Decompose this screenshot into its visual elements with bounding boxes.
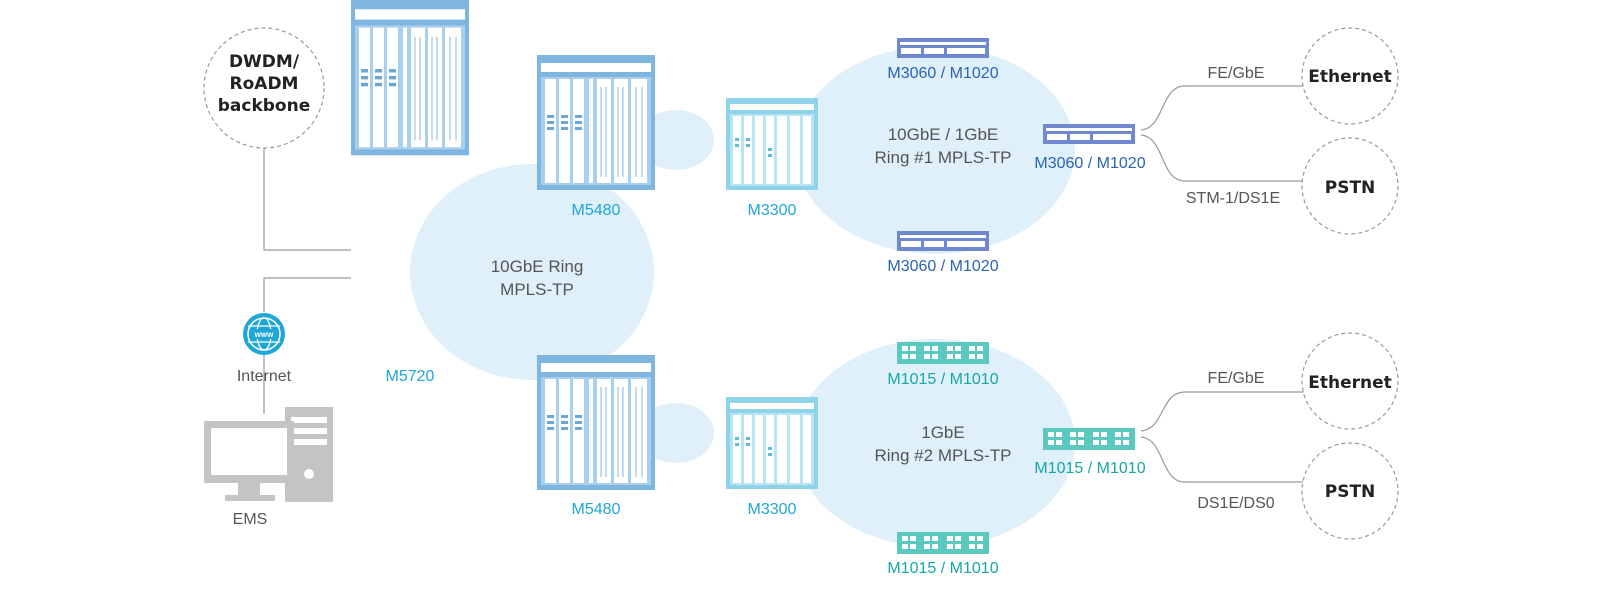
backbone-circle [203, 27, 325, 149]
top-ethernet-circle [1301, 27, 1399, 125]
main-ring-label-line2: MPLS-TP [500, 280, 574, 299]
ring2-bottom-label: M1015 / M1010 [887, 560, 998, 577]
m3300-top-label: M3300 [748, 202, 797, 219]
m3300-bottom-chassis [726, 397, 818, 489]
link-agg-top [638, 110, 714, 170]
bottom-pstn-circle [1301, 442, 1399, 540]
bottom-pstn-label: PSTN [1325, 482, 1376, 502]
internet-label: Internet [237, 368, 292, 385]
ring1-bottom-label: M3060 / M1020 [887, 258, 998, 275]
ring1-top-switch [897, 38, 989, 58]
bottom-eth-link-label: FE/GbE [1208, 370, 1265, 387]
top-eth-link-label: FE/GbE [1208, 65, 1265, 82]
main-ring-label-line1: 10GbE Ring [491, 257, 584, 276]
ems-label: EMS [233, 511, 268, 528]
m3300-top-chassis [726, 98, 818, 190]
ring2-label-line1: 1GbE [921, 423, 964, 442]
ring1-right-label: M3060 / M1020 [1034, 155, 1145, 172]
svg-text:www: www [254, 330, 274, 339]
top-pstn-circle [1301, 137, 1399, 235]
ring2-right-label: M1015 / M1010 [1034, 460, 1145, 477]
globe-icon: www [243, 313, 285, 355]
ring2-ellipse [795, 339, 1075, 547]
backbone-label-line3: backbone [218, 96, 311, 116]
m3300-bottom-label: M3300 [748, 501, 797, 518]
ring1-bottom-switch [897, 231, 989, 251]
backbone-label-line1: DWDM/ [229, 52, 300, 72]
bottom-pstn-link-label: DS1E/DS0 [1197, 495, 1274, 512]
ring2-right-switch [1043, 428, 1135, 450]
m5480-bottom-chassis [537, 355, 655, 490]
top-pstn-label: PSTN [1325, 178, 1376, 198]
ring2-top-label: M1015 / M1010 [887, 371, 998, 388]
ring1-ellipse [795, 46, 1075, 254]
bottom-ethernet-label: Ethernet [1308, 373, 1392, 393]
top-ethernet-label: Ethernet [1308, 67, 1392, 87]
ring1-right-switch [1043, 124, 1135, 144]
main-ring [410, 164, 654, 380]
ring2-bottom-switch [897, 532, 989, 554]
link-agg-bottom [638, 403, 714, 463]
ring1-top-label: M3060 / M1020 [887, 65, 998, 82]
m5720-chassis [351, 0, 469, 156]
computer-icon [204, 407, 333, 502]
ring1-label-line2: Ring #1 MPLS-TP [875, 148, 1012, 167]
m5480-top-label: M5480 [572, 202, 621, 219]
m5480-top-chassis [537, 55, 655, 190]
m5480-bottom-label: M5480 [572, 501, 621, 518]
backbone-label-line2: RoADM [230, 74, 299, 94]
ring2-top-switch [897, 342, 989, 364]
m5720-label: M5720 [386, 368, 435, 385]
ring1-label-line1: 10GbE / 1GbE [888, 125, 999, 144]
ring2-label-line2: Ring #2 MPLS-TP [875, 446, 1012, 465]
bottom-ethernet-circle [1301, 332, 1399, 430]
top-pstn-link-label: STM-1/DS1E [1186, 190, 1280, 207]
connector-lines [263, 85, 1305, 483]
